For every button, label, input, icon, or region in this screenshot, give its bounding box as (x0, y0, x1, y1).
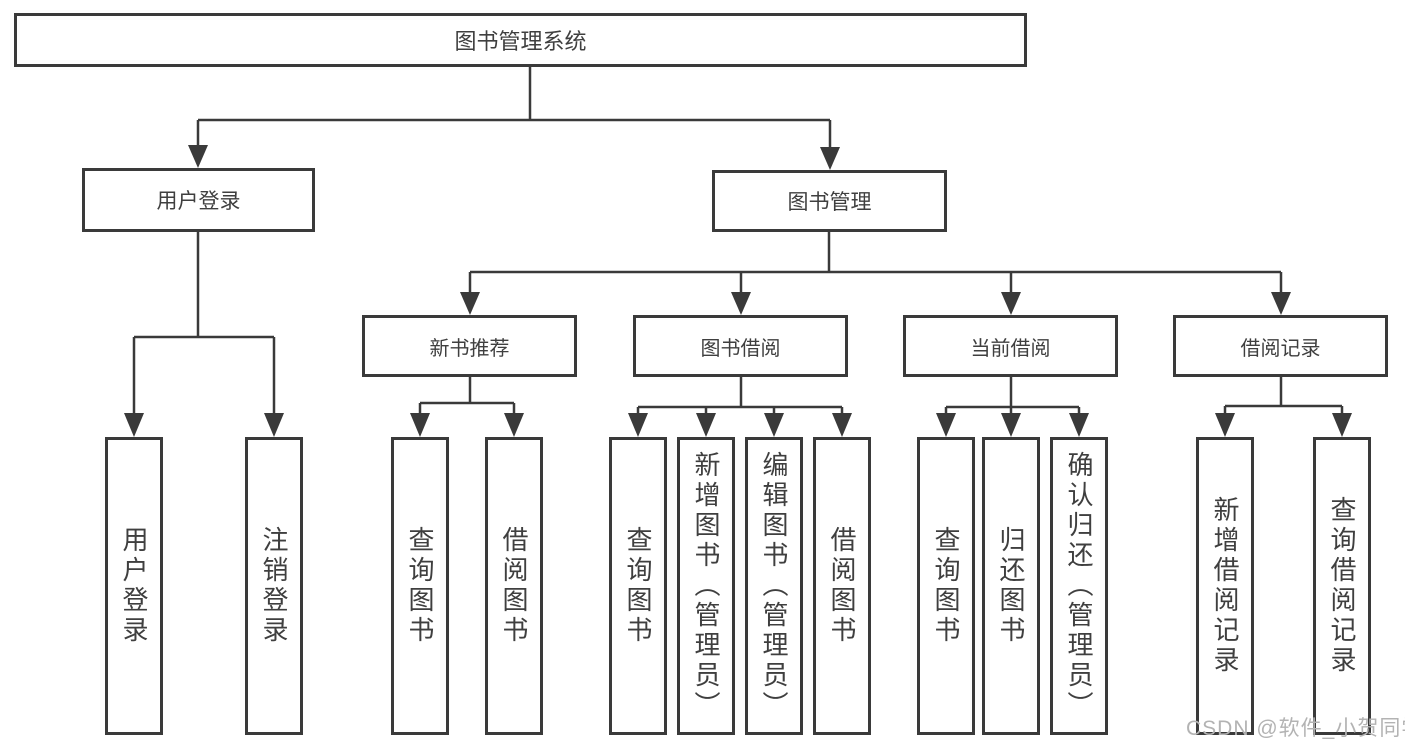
leaf-logout: 注销登录 (245, 437, 303, 735)
node-book-borrow: 图书借阅 (633, 315, 848, 377)
arrowhead-icons (124, 145, 1352, 437)
leaf-query-books-current: 查询图书 (917, 437, 975, 735)
leaf-add-borrow-record: 新增借阅记录 (1196, 437, 1254, 735)
leaf-confirm-return-admin: 确认归还（管理员） (1050, 437, 1108, 735)
leaf-user-login: 用户登录 (105, 437, 163, 735)
csdn-watermark: CSDN @软件_小贺同学 (1186, 717, 1405, 740)
node-book-management: 图书管理 (712, 170, 947, 232)
leaf-borrow-books: 借阅图书 (813, 437, 871, 735)
leaf-add-books-admin: 新增图书（管理员） (677, 437, 735, 735)
node-root-system: 图书管理系统 (14, 13, 1027, 67)
leaf-edit-books-admin: 编辑图书（管理员） (745, 437, 803, 735)
node-new-book-recommend: 新书推荐 (362, 315, 577, 377)
leaf-query-books-recommend: 查询图书 (391, 437, 449, 735)
leaf-borrow-books-recommend: 借阅图书 (485, 437, 543, 735)
node-borrow-records: 借阅记录 (1173, 315, 1388, 377)
leaf-query-borrow-record: 查询借阅记录 (1313, 437, 1371, 735)
node-user-login: 用户登录 (82, 168, 315, 232)
leaf-return-books: 归还图书 (982, 437, 1040, 735)
node-current-borrow: 当前借阅 (903, 315, 1118, 377)
leaf-query-books-borrow: 查询图书 (609, 437, 667, 735)
